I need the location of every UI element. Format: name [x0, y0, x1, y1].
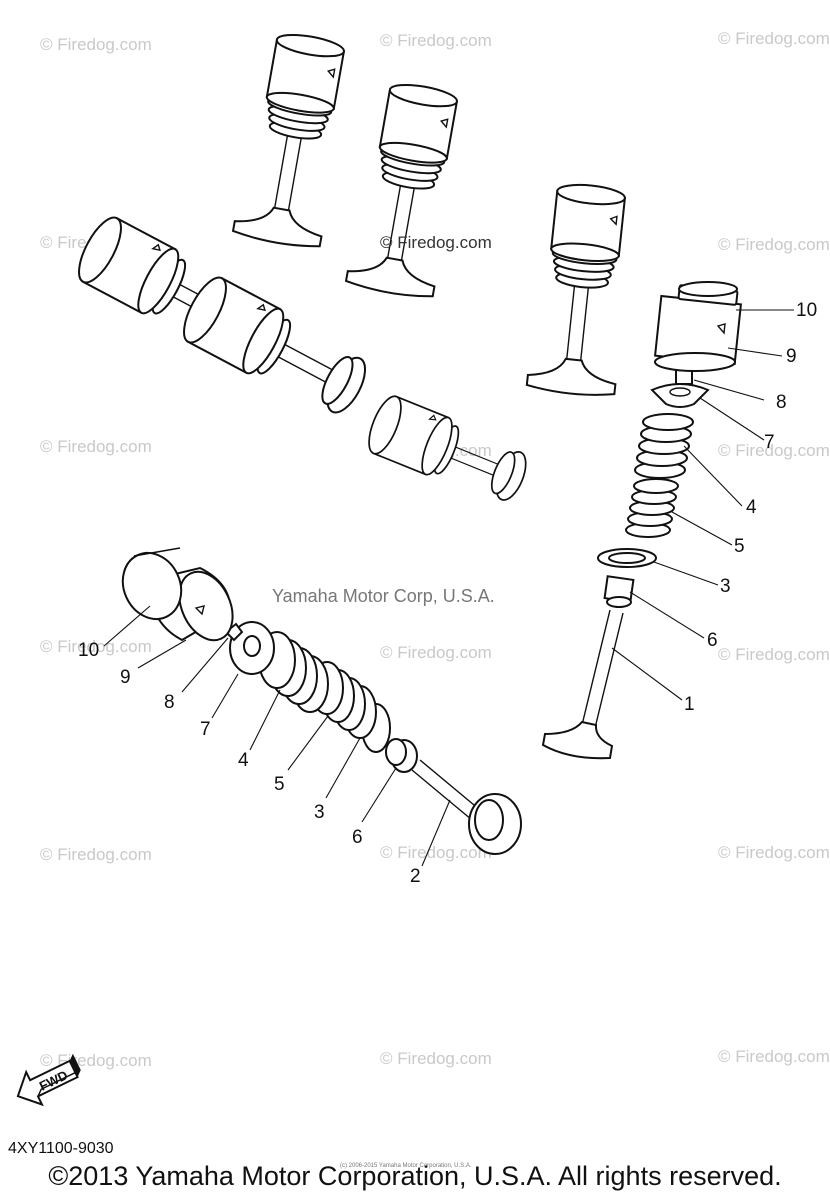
watermark-text: © Firedog.com — [40, 845, 152, 864]
callout-4: 4 — [746, 497, 757, 518]
callout-4: 4 — [238, 750, 249, 771]
shim-10 — [121, 547, 183, 621]
exploded-assembly-right — [541, 281, 743, 760]
callout-5: 5 — [734, 536, 745, 557]
callout-3: 3 — [720, 576, 731, 597]
valve-assembly-top-left — [231, 28, 357, 252]
callout-9: 9 — [786, 346, 797, 367]
valve-assembly-side-center — [361, 391, 535, 510]
valve-assembly-side-lower — [174, 270, 377, 425]
callout-6: 6 — [352, 827, 363, 848]
cotter-8 — [224, 622, 244, 642]
watermark-text: © Firedog.com — [718, 645, 830, 664]
callout-10: 10 — [796, 300, 817, 321]
center-watermark: Yamaha Motor Corp, U.S.A. — [272, 586, 495, 606]
retainer-7 — [229, 621, 275, 675]
callout-7: 7 — [764, 432, 775, 453]
exploded-assembly-left — [121, 547, 522, 855]
callout-8: 8 — [776, 392, 787, 413]
callout-9: 9 — [120, 667, 131, 688]
shim-10 — [677, 281, 739, 306]
callout-7: 7 — [200, 719, 211, 740]
watermark-text: © Firedog.com — [380, 843, 492, 862]
watermark-text: © Firedog.com — [718, 235, 830, 254]
spring-seat-3 — [597, 548, 657, 568]
callout-8: 8 — [164, 692, 175, 713]
outer-spring-4 — [258, 631, 329, 713]
outer-spring-4 — [634, 413, 694, 479]
stem-seal-6 — [385, 738, 418, 773]
callouts: 10 9 8 7 4 5 3 6 1 10 9 8 7 4 5 3 6 2 — [78, 300, 817, 887]
inner-spring-5 — [625, 478, 679, 538]
valve-assembly-top-center — [344, 78, 470, 302]
leader-lines — [103, 309, 794, 867]
tiny-credit: (c) 2006-2015 Yamaha Motor Corporation, … — [340, 1163, 472, 1169]
watermark-text: © Firedog.com — [40, 35, 152, 54]
watermark-text: © Firedog.com — [40, 637, 152, 656]
watermark-text: © Firedog.com — [718, 1047, 830, 1066]
firedog-label: © Firedog.com — [380, 233, 492, 252]
callout-5: 5 — [274, 774, 285, 795]
diagram-part-number: 4XY1100-9030 — [8, 1140, 114, 1157]
cotter-8 — [675, 369, 693, 385]
stem-seal-6 — [603, 575, 635, 608]
callout-10: 10 — [78, 640, 99, 661]
callout-1: 1 — [684, 694, 695, 715]
valve-assembly-top-right — [525, 180, 637, 400]
callout-6: 6 — [707, 630, 718, 651]
callout-3: 3 — [314, 802, 325, 823]
valve-2 — [411, 759, 522, 855]
lifter-9 — [653, 294, 743, 372]
watermark-text: © Firedog.com — [718, 29, 830, 48]
watermark-text: © Firedog.com — [40, 437, 152, 456]
valve-1 — [541, 609, 624, 760]
retainer-7 — [650, 383, 710, 408]
watermark-text: © Firedog.com — [380, 1049, 492, 1068]
copyright-notice: ©2013 Yamaha Motor Corporation, U.S.A. A… — [48, 1161, 782, 1191]
watermark-text: © Firedog.com — [380, 31, 492, 50]
callout-2: 2 — [410, 866, 421, 887]
watermark-text: © Firedog.com — [718, 843, 830, 862]
watermark-text: © Firedog.com — [380, 643, 492, 662]
watermark-text: © Firedog.com — [718, 441, 830, 460]
